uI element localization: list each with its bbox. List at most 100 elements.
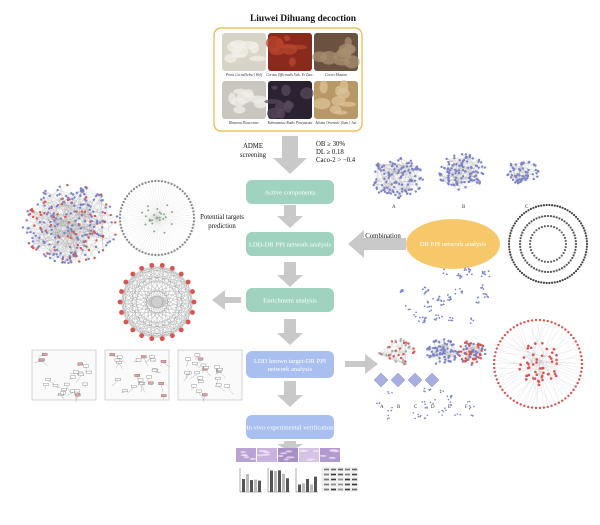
network-node (581, 261, 584, 264)
network-node (519, 245, 522, 249)
network-node (91, 232, 94, 236)
pathway-node (146, 375, 152, 379)
network-node (100, 199, 103, 202)
pathway-node (70, 375, 76, 379)
network-edge (44, 242, 80, 262)
network-node (440, 299, 442, 302)
network-node (483, 348, 487, 351)
network-node (374, 170, 377, 173)
network-node (32, 210, 35, 213)
network-node (445, 157, 448, 161)
network-node (430, 309, 433, 312)
network-node (170, 182, 173, 186)
network-node (88, 208, 91, 211)
network-edge (529, 365, 541, 408)
network-edge (156, 187, 178, 219)
network-node (555, 353, 558, 357)
network-node (553, 372, 557, 376)
network-node (443, 268, 445, 271)
network-node (395, 165, 399, 168)
network-node (519, 248, 522, 251)
network-edge (162, 291, 193, 339)
network-node (483, 272, 485, 275)
network-node (63, 201, 66, 204)
network-node (390, 340, 394, 343)
network-node (56, 194, 59, 197)
network-diamond-4 (424, 372, 440, 388)
network-edge (531, 367, 543, 408)
network-node (49, 223, 53, 227)
network-node (38, 236, 41, 239)
arrow-left-combination (348, 230, 406, 258)
step-box-2: LDD-DR PPI network analysis (246, 232, 334, 256)
network-node (385, 191, 389, 195)
network-node (383, 172, 386, 176)
network-edge (121, 291, 152, 339)
network-node (426, 300, 429, 303)
network-node (446, 167, 450, 170)
network-node (541, 341, 544, 345)
network-node (509, 164, 513, 167)
network-edge (404, 172, 411, 191)
network-node (390, 409, 393, 412)
network-node (443, 355, 446, 359)
network-node (73, 196, 76, 199)
network-node (556, 280, 559, 283)
network-edge (119, 268, 142, 303)
histology-texture (319, 454, 327, 457)
network-node (553, 225, 556, 229)
network-node (190, 203, 193, 207)
network-node (399, 194, 402, 198)
network-node (520, 234, 523, 237)
herb-1: Poria Cocos(Schw.) Wolf (222, 33, 266, 77)
network-node (32, 232, 35, 235)
network-node (110, 221, 113, 224)
network-node (552, 270, 555, 273)
network-node (430, 350, 434, 354)
pathway-node (151, 368, 158, 372)
network-node (572, 231, 575, 234)
network-node (409, 159, 412, 163)
network-edge (376, 165, 378, 189)
network-node (391, 189, 394, 192)
network-node (151, 222, 154, 225)
histology-texture (240, 454, 247, 457)
histology-texture (255, 454, 265, 457)
experiment-panel (236, 448, 359, 493)
network-node (571, 256, 574, 260)
network-edge (49, 200, 103, 209)
network-node (538, 318, 542, 322)
network-node (378, 402, 381, 404)
network-node (459, 350, 463, 353)
network-node (470, 318, 473, 321)
network-node (574, 237, 577, 240)
network-node (164, 180, 167, 184)
network-node (154, 179, 157, 183)
pathway-node (137, 378, 144, 382)
network-edge (100, 213, 106, 236)
network-node (464, 357, 467, 360)
pathway-node (63, 382, 70, 386)
network-node (61, 260, 65, 264)
network-node (405, 341, 408, 344)
network-node (414, 190, 417, 193)
herb-texture (300, 87, 314, 100)
network-node (135, 186, 138, 189)
network-edge (441, 164, 450, 168)
step-label: network analysis (268, 366, 313, 373)
network-node (105, 203, 108, 206)
network-node (98, 221, 102, 224)
network-node (474, 164, 478, 167)
network-node (543, 270, 547, 273)
network-node (383, 186, 386, 189)
network-node (517, 267, 520, 271)
network-edge (156, 217, 178, 249)
network-node (443, 361, 447, 364)
network-node (64, 215, 67, 219)
network-edge (125, 198, 158, 219)
network-node (513, 222, 517, 225)
network-edge (132, 273, 193, 292)
pathway-node (160, 360, 167, 363)
network-node (173, 249, 176, 252)
network-node (178, 271, 184, 277)
